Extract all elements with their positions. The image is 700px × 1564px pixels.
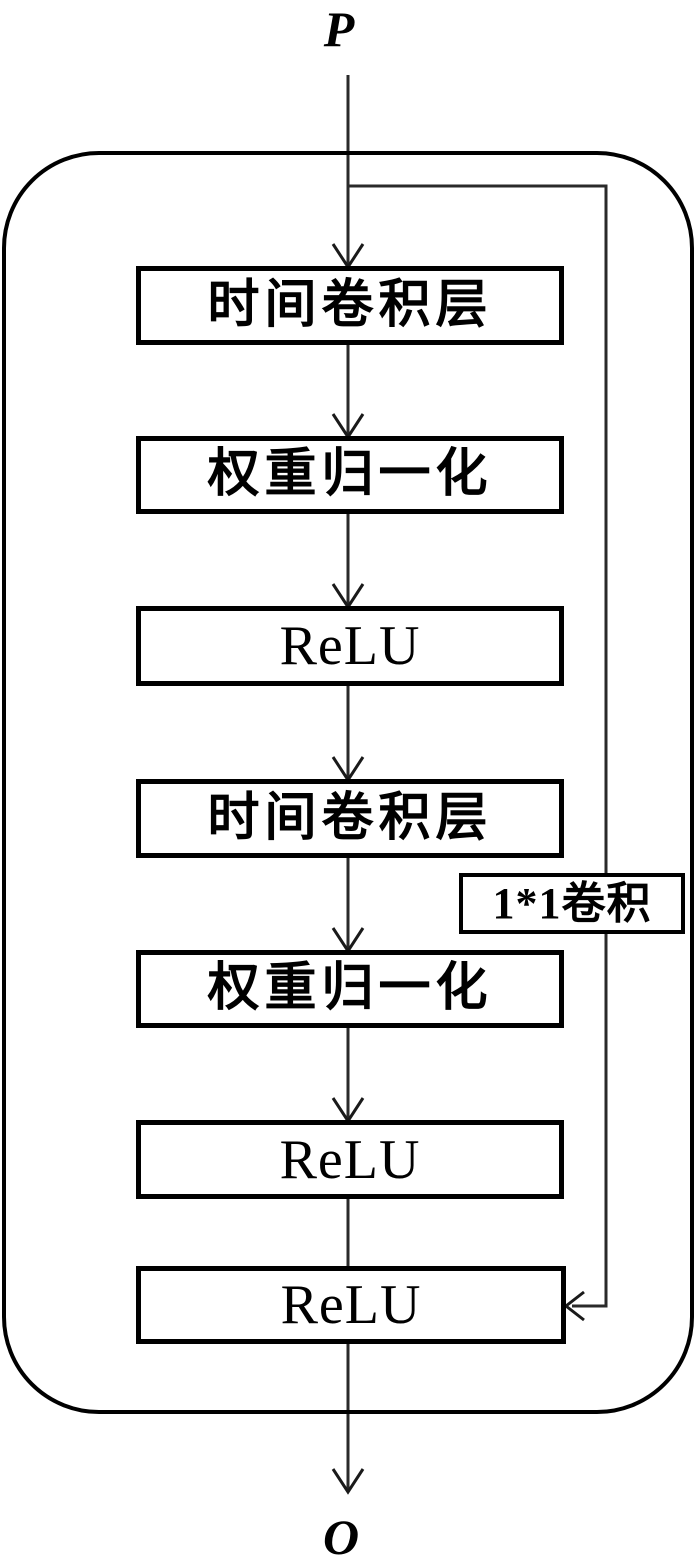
output-label: O [322,1509,360,1564]
block-label: 时间卷积层 [207,789,493,847]
block-relu-2: ReLU [136,1120,564,1199]
block-label: ReLU [279,615,421,677]
residual-block-container [2,151,694,1414]
side-branch-conv-box: 1*1卷积 [459,873,685,934]
block-label: ReLU [279,1128,421,1191]
block-temporal-conv-2: 时间卷积层 [136,779,564,858]
block-relu-1: ReLU [136,606,564,686]
block-weight-norm-1: 权重归一化 [136,436,564,514]
block-label: 时间卷积层 [207,276,493,334]
block-temporal-conv-1: 时间卷积层 [136,266,564,345]
block-label: 权重归一化 [207,446,493,503]
side-branch-label: 1*1卷积 [492,878,652,928]
block-label: 权重归一化 [207,960,493,1017]
input-label: P [323,1,355,57]
block-label: ReLU [280,1274,422,1336]
arrow-left-icon [563,1290,585,1322]
skip-branch-line [348,184,608,1308]
block-weight-norm-2: 权重归一化 [136,950,564,1028]
block-relu-output: ReLU [136,1266,566,1344]
arrow-down-icon [331,1468,365,1495]
